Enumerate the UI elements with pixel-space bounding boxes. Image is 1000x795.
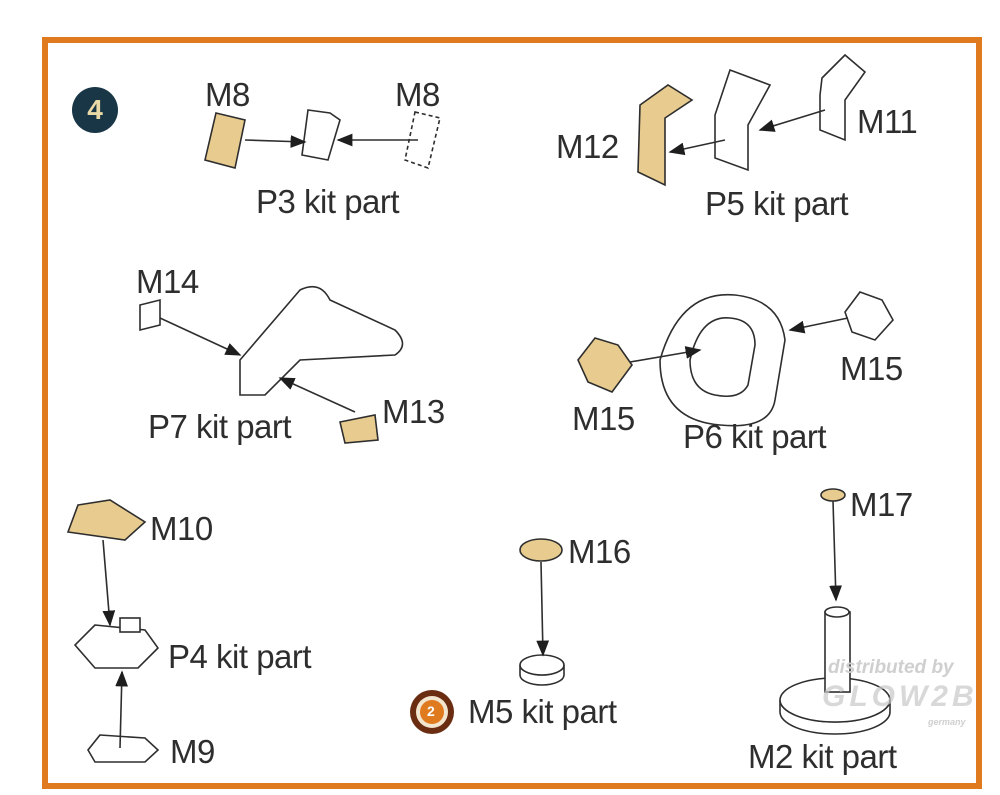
arrow — [829, 500, 842, 602]
label-m5: M5 kit part — [468, 693, 617, 730]
watermark-country: germany — [928, 717, 966, 727]
label-m8-right: M8 — [395, 76, 440, 113]
arrow — [278, 377, 356, 413]
label-m15-left: M15 — [572, 400, 635, 437]
arrow — [758, 109, 826, 132]
label-m9: M9 — [170, 733, 215, 770]
label-p5: P5 kit part — [705, 185, 849, 222]
m16-part — [519, 538, 563, 562]
arrow — [159, 317, 242, 356]
p3-kit-part — [301, 109, 341, 161]
m8-part-right — [404, 111, 441, 170]
label-m10: M10 — [150, 510, 213, 547]
arrow — [102, 539, 116, 627]
m5-icon-number: 2 — [427, 703, 435, 719]
arrow — [629, 346, 702, 363]
m15-part-right — [844, 291, 894, 341]
p5-kit-part — [714, 68, 772, 172]
m12-part — [637, 84, 694, 187]
label-m16: M16 — [568, 533, 631, 570]
arrow — [244, 135, 307, 148]
p7-kit-part — [239, 285, 404, 396]
arrow — [115, 670, 129, 749]
m11-part — [819, 53, 867, 142]
label-m11: M11 — [857, 103, 918, 140]
m13-part — [339, 414, 379, 444]
m5-reference-icon — [410, 690, 454, 734]
label-p3: P3 kit part — [256, 183, 400, 220]
m17-part — [820, 488, 846, 502]
m8-part-left — [204, 112, 246, 169]
m10-part — [66, 499, 147, 541]
label-m13: M13 — [382, 393, 445, 430]
label-m17: M17 — [850, 486, 913, 523]
label-p6: P6 kit part — [683, 418, 827, 455]
label-m12: M12 — [556, 128, 619, 165]
label-m2: M2 kit part — [748, 738, 897, 775]
m9-part — [87, 734, 160, 763]
arrow — [536, 561, 550, 657]
label-m15-right: M15 — [840, 350, 903, 387]
arrow — [788, 317, 849, 334]
watermark-distributed-by: distributed by — [828, 657, 954, 678]
label-m14: M14 — [136, 263, 199, 300]
label-p7: P7 kit part — [148, 408, 292, 445]
m14-part — [139, 298, 161, 332]
m15-part-left — [577, 337, 633, 393]
step-number-badge: 4 — [72, 87, 118, 133]
label-m8-left: M8 — [205, 76, 250, 113]
p4-kit-part — [73, 624, 160, 669]
arrow — [668, 139, 726, 156]
watermark-brand: GLOW2B — [822, 680, 978, 713]
label-p4: P4 kit part — [168, 638, 312, 675]
